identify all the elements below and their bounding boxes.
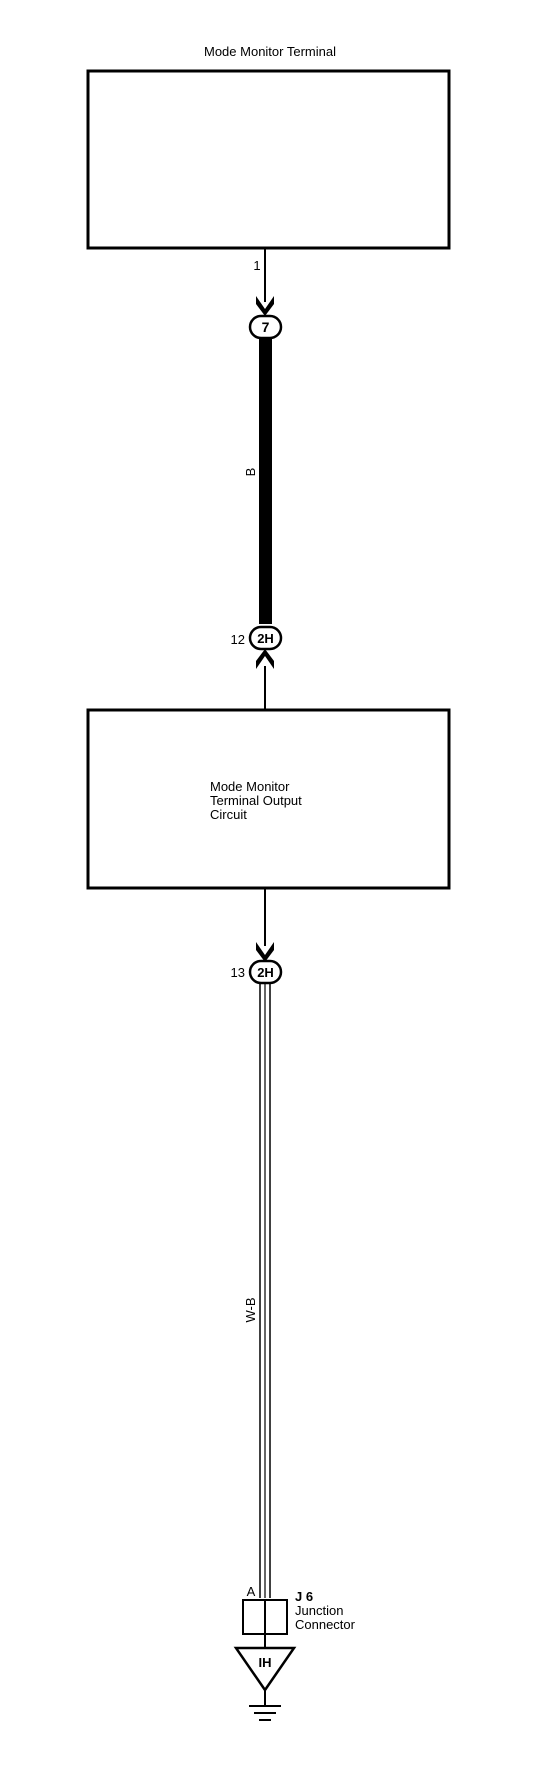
wire-b xyxy=(259,338,272,624)
wire-b-color-code: B xyxy=(243,468,258,477)
terminal-pin-1-label: 1 xyxy=(253,258,260,273)
output-circuit-box xyxy=(86,708,451,890)
connector-2h-upper xyxy=(248,625,283,651)
ground-icon xyxy=(249,1690,281,1721)
connector-2h-upper-code: 2H xyxy=(257,631,274,646)
junction-desc-line-1: Junction xyxy=(295,1603,343,1618)
connector-7-code: 7 xyxy=(262,319,270,335)
mode-monitor-terminal-box xyxy=(86,69,451,250)
mode-monitor-terminal-title: Mode Monitor Terminal xyxy=(204,44,336,59)
output-circuit-line-1: Mode Monitor xyxy=(210,779,290,794)
junction-pin-a-label: A xyxy=(247,1584,256,1599)
ground-point-label: IH xyxy=(259,1655,272,1670)
ground-point-triangle xyxy=(233,1646,297,1693)
connector-2h-pin-13-label: 13 xyxy=(231,965,245,980)
output-circuit-line-2: Terminal Output xyxy=(210,793,302,808)
arrow-down-icon xyxy=(256,942,274,962)
junction-desc-line-2: Connector xyxy=(295,1617,356,1632)
output-circuit-line-3: Circuit xyxy=(210,807,247,822)
connector-2h-pin-12-label: 12 xyxy=(231,632,245,647)
arrow-up-icon xyxy=(256,649,274,669)
junction-name: J 6 xyxy=(295,1589,313,1604)
connector-2h-lower-code: 2H xyxy=(257,965,274,980)
arrow-down-icon xyxy=(256,296,274,316)
wire-wb-color-code: W-B xyxy=(243,1297,258,1322)
